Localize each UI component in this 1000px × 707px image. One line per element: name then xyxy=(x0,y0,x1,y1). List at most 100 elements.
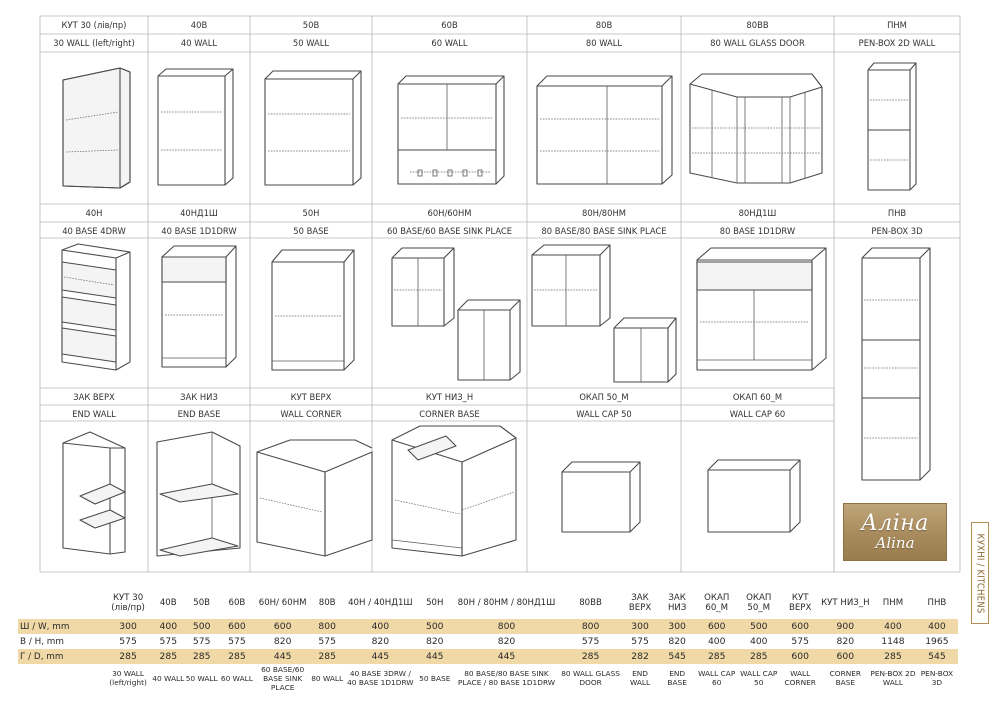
table-cell: 300 xyxy=(621,619,659,634)
table-cell: 800 xyxy=(559,619,622,634)
cabinet-40-base-1d1drw-drawing xyxy=(161,245,237,368)
table-cell: 800 xyxy=(453,619,560,634)
cell-name-label: 40 WALL xyxy=(181,38,218,48)
table-header-cell: 80В xyxy=(318,597,336,608)
table-header-cell: 80ВВ xyxy=(579,597,602,608)
cabinet-end-wall-drawing xyxy=(62,431,126,555)
cabinet-end-base-drawing xyxy=(156,431,241,557)
cell-code-label: ОКАП 50_М xyxy=(579,392,628,402)
cell-code-label: 50Н xyxy=(303,208,320,218)
table-header-cell: ЗАК ВЕРХ xyxy=(628,592,652,613)
table-cell: 285 xyxy=(559,649,622,664)
table-footer-cell: CORNER BASE xyxy=(829,669,862,687)
table-footer-cell: 30 WALL (left/right) xyxy=(109,669,147,687)
table-header-cell: КУТ НИЗ_Н xyxy=(821,597,870,608)
cell-code-label: ПНМ xyxy=(887,20,907,30)
cabinet-40-base-4drw-drawing xyxy=(61,243,131,371)
cell-name-label: END BASE xyxy=(178,409,221,419)
cabinet-corner-base-drawing xyxy=(391,425,517,557)
table-cell: 600 xyxy=(218,619,256,634)
table-header-cell: КУТ ВЕРХ xyxy=(788,592,812,613)
table-footer-cell: 40 WALL xyxy=(152,673,185,683)
table-cell: 820 xyxy=(425,636,444,647)
table-cell: 400 xyxy=(344,619,417,634)
table-header-cell: ПНМ xyxy=(882,597,904,608)
cabinet-30-wall-drawing xyxy=(62,67,131,189)
brand-name-latin: Alina xyxy=(875,533,915,552)
table-footer-cell: END BASE xyxy=(667,669,687,687)
cell-code-label: 80ВВ xyxy=(746,20,768,30)
cell-code-label: 40Н xyxy=(86,208,103,218)
cell-name-label: 80 WALL GLASS DOOR xyxy=(710,38,805,48)
cell-code-label: 50В xyxy=(303,20,320,30)
cell-name-label: 30 WALL (left/right) xyxy=(53,38,134,48)
kitchens-side-tab-label: КУХНІ / KITCHENS xyxy=(974,533,986,613)
table-cell: 400 xyxy=(151,619,185,634)
table-footer-cell: 80 WALL xyxy=(311,673,344,683)
table-header-cell: 50В xyxy=(193,597,211,608)
table-cell: 600 xyxy=(255,619,310,634)
table-header-cell: ПНВ xyxy=(927,597,947,608)
cabinet-80-base-drawing xyxy=(531,244,611,327)
table-cell: 575 xyxy=(581,636,600,647)
cell-name-label: CORNER BASE xyxy=(419,409,479,419)
table-header-cell: КУТ 30 (лів/пр) xyxy=(111,592,145,613)
cell-name-label: WALL CAP 50 xyxy=(576,409,632,419)
cell-code-label: 80Н/80НМ xyxy=(582,208,626,218)
cabinet-wall-cap-60-drawing xyxy=(707,459,801,533)
cell-name-label: END WALL xyxy=(72,409,116,419)
table-cell: 400 xyxy=(749,636,768,647)
cabinet-80-wall-glass-drawing xyxy=(689,73,823,184)
cell-code-label: ЗАК ВЕРХ xyxy=(73,392,115,402)
table-cell: 285 xyxy=(870,649,916,664)
table-cell: 800 xyxy=(309,619,345,634)
cell-code-label: КУТ 30 (лів/пр) xyxy=(62,20,127,30)
table-row-label: В / H, mm xyxy=(20,636,64,647)
table-cell: 575 xyxy=(791,636,809,647)
table-cell: 445 xyxy=(255,649,310,664)
table-header-cell: 80Н / 80НМ / 80НД1Ш xyxy=(457,597,556,608)
table-cell: 575 xyxy=(228,636,246,647)
table-cell: 500 xyxy=(416,619,454,634)
table-cell: 445 xyxy=(453,649,560,664)
table-cell: 285 xyxy=(309,649,345,664)
table-footer-cell: PEN-BOX 3D xyxy=(920,669,954,687)
table-cell: 300 xyxy=(658,619,696,634)
table-cell: 282 xyxy=(621,649,659,664)
table-footer-cell: 60 WALL xyxy=(220,673,253,683)
cabinet-40-wall-drawing xyxy=(157,68,234,186)
table-cell: 900 xyxy=(820,619,871,634)
cell-name-label: 50 BASE xyxy=(293,226,328,236)
cabinet-penbox-3d-drawing xyxy=(861,247,931,481)
table-cell: 285 xyxy=(184,649,219,664)
grid-lines xyxy=(39,15,961,573)
cell-name-label: WALL CAP 60 xyxy=(730,409,786,419)
table-cell: 500 xyxy=(184,619,219,634)
cell-name-label: 50 WALL xyxy=(293,38,330,48)
table-cell: 600 xyxy=(695,619,738,634)
cell-name-label: 40 BASE 4DRW xyxy=(62,226,126,236)
table-cell: 575 xyxy=(318,636,336,647)
cell-code-label: 80В xyxy=(596,20,613,30)
table-footer-cell: 50 WALL xyxy=(185,673,218,683)
table-footer-cell: WALL CAP 60 xyxy=(698,669,736,687)
cell-name-label: 80 BASE 1D1DRW xyxy=(720,226,795,236)
cell-name-label: 60 WALL xyxy=(431,38,468,48)
cell-code-label: КУТ НИЗ_Н xyxy=(426,392,473,402)
table-cell: 545 xyxy=(658,649,696,664)
table-footer-cell: PEN-BOX 2D WALL xyxy=(870,669,916,687)
table-header-cell: ОКАП 50_М xyxy=(746,592,772,613)
table-cell: 500 xyxy=(737,619,780,634)
cell-name-label: 80 BASE/80 BASE SINK PLACE xyxy=(541,226,666,236)
cell-code-label: ЗАК НИЗ xyxy=(180,392,218,402)
brand-logo: Аліна Alina xyxy=(843,503,947,561)
table-footer-cell: 80 BASE/80 BASE SINK PLACE / 80 BASE 1D1… xyxy=(457,669,556,687)
table-footer-cell: WALL CAP 50 xyxy=(740,669,778,687)
table-cell: 820 xyxy=(497,636,516,647)
table-cell: 575 xyxy=(159,636,178,647)
cell-code-label: ПНВ xyxy=(888,208,907,218)
